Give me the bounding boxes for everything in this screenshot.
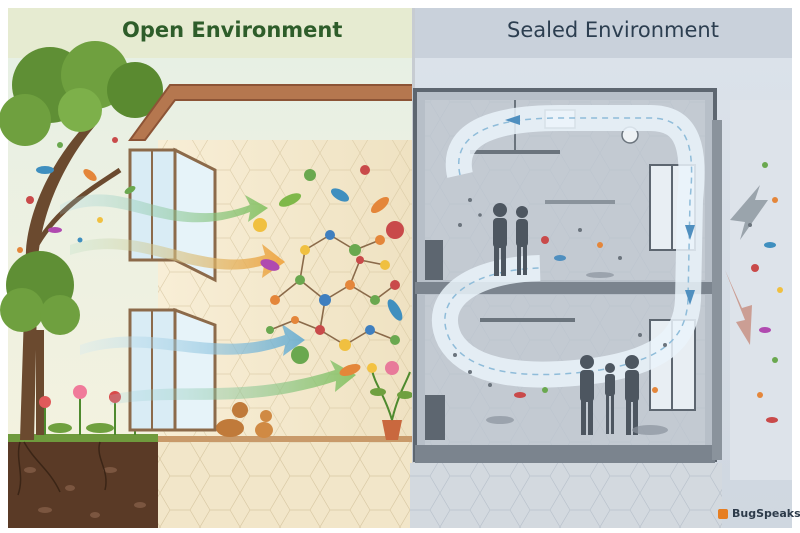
incoming-air-arrows: [60, 194, 356, 405]
trapped-particles: [453, 198, 668, 435]
open-environment-title: Open Environment: [122, 18, 343, 42]
outdoor-microbes: [17, 137, 136, 253]
sealed-building: [410, 88, 722, 528]
soil-layer: [8, 440, 158, 528]
lower-window: [128, 307, 217, 432]
sealed-environment-title: Sealed Environment: [507, 18, 719, 42]
microbe-network: [253, 165, 404, 377]
occupants-lower: [580, 355, 639, 435]
open-environment-panel: [0, 8, 414, 528]
soil-stones: [24, 467, 146, 518]
tree-roots: [17, 441, 107, 496]
sealed-environment-panel: [410, 8, 792, 528]
grass-strip: [8, 434, 158, 442]
brand-logo: BugSpeaks: [718, 507, 800, 520]
right-header-band: [415, 8, 792, 58]
pets: [216, 402, 273, 438]
large-tree: [0, 41, 163, 440]
open-house: [128, 84, 414, 528]
blocked-outdoor-microbes: [725, 162, 783, 423]
small-tree: [0, 251, 80, 435]
potted-plant: [367, 361, 413, 440]
brand-name: BugSpeaks: [732, 507, 800, 520]
occupants-upper: [493, 203, 528, 276]
square-logo-icon: [718, 508, 728, 519]
